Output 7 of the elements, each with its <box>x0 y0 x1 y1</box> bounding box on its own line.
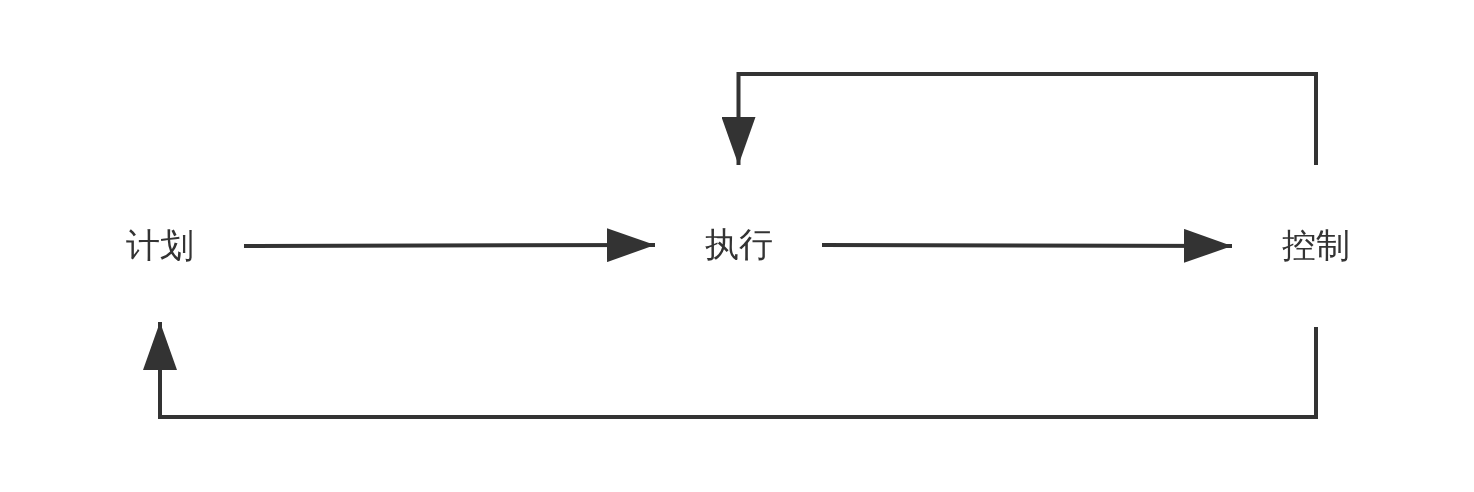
arrow <box>244 228 655 263</box>
node-label: 计划 <box>126 224 194 267</box>
arrow <box>822 228 1232 263</box>
arrow <box>143 322 1318 419</box>
arrow <box>721 72 1318 165</box>
node-label: 执行 <box>704 223 773 266</box>
node-label: 控制 <box>1282 224 1350 267</box>
